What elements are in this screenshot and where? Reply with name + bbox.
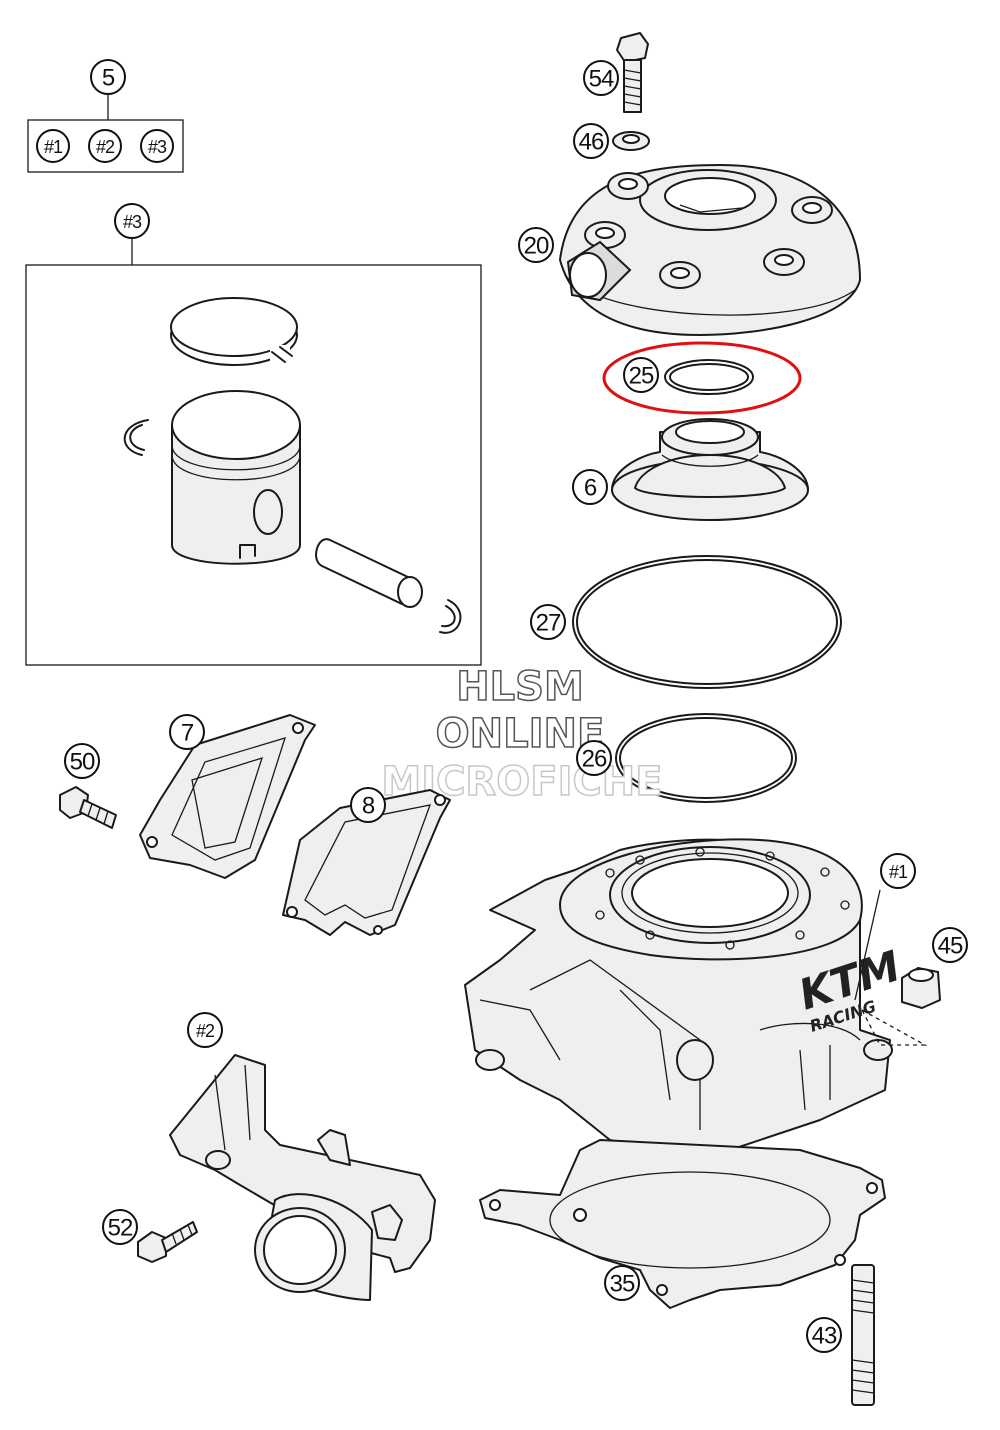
- callout-52[interactable]: 52: [102, 1209, 138, 1245]
- stud-43[interactable]: [851, 1264, 875, 1406]
- callout-43[interactable]: 43: [806, 1317, 842, 1353]
- svg-text:54: 54: [589, 66, 614, 93]
- o-ring-27[interactable]: [572, 555, 842, 689]
- callout-8[interactable]: 8: [350, 787, 386, 823]
- svg-text:#2: #2: [96, 137, 115, 157]
- callout-50[interactable]: 50: [64, 743, 100, 779]
- o-ring-25[interactable]: [664, 359, 754, 395]
- exhaust-valve-2[interactable]: [169, 1054, 436, 1301]
- callout-35[interactable]: 35: [604, 1265, 640, 1301]
- svg-text:27: 27: [536, 610, 561, 637]
- svg-text:25: 25: [629, 363, 654, 390]
- svg-text:43: 43: [812, 1323, 837, 1350]
- callout-5[interactable]: 5: [90, 59, 126, 95]
- svg-text:50: 50: [70, 749, 95, 776]
- callout-46[interactable]: 46: [573, 123, 609, 159]
- bolt-50[interactable]: [59, 786, 117, 829]
- bolt-52[interactable]: [137, 1221, 198, 1263]
- svg-text:8: 8: [362, 793, 375, 820]
- svg-text:52: 52: [108, 1215, 133, 1242]
- callout-cylinder-1[interactable]: #1: [880, 853, 916, 889]
- callout-5-label: 5: [102, 65, 115, 92]
- circlip-left[interactable]: [123, 419, 149, 456]
- svg-text:26: 26: [582, 746, 607, 773]
- washer-46[interactable]: [612, 131, 650, 151]
- svg-text:#1: #1: [44, 137, 63, 157]
- combustion-insert-6[interactable]: [611, 418, 809, 521]
- watermark-line-2: ONLINE: [436, 711, 605, 757]
- callout-45[interactable]: 45: [932, 927, 968, 963]
- svg-text:#3: #3: [123, 212, 142, 232]
- callout-7[interactable]: 7: [169, 714, 205, 750]
- highlight-ring: [602, 341, 802, 415]
- piston-ring[interactable]: [170, 297, 298, 367]
- svg-text:35: 35: [610, 1271, 635, 1298]
- cylinder-head-20[interactable]: [559, 164, 861, 336]
- callout-5-sub-2[interactable]: #2: [88, 129, 122, 163]
- callout-5-sub-3[interactable]: #3: [140, 129, 174, 163]
- cylinder-1[interactable]: KTM RACING: [464, 838, 906, 1161]
- callout-6[interactable]: 6: [572, 469, 608, 505]
- callout-27[interactable]: 27: [530, 604, 566, 640]
- callout-26[interactable]: 26: [576, 740, 612, 776]
- o-ring-26[interactable]: [615, 713, 797, 803]
- svg-text:45: 45: [938, 933, 963, 960]
- svg-text:#1: #1: [889, 862, 908, 882]
- piston-kit-group[interactable]: #3: [25, 203, 482, 666]
- callout-54[interactable]: 54: [583, 60, 619, 96]
- svg-text:#3: #3: [148, 137, 167, 157]
- svg-text:46: 46: [579, 129, 604, 156]
- piston[interactable]: [171, 390, 301, 565]
- svg-text:#2: #2: [196, 1021, 215, 1041]
- circlip-right[interactable]: [439, 599, 462, 634]
- watermark: HLSM ONLINE MICROFICHE: [381, 663, 664, 806]
- reed-cover-7[interactable]: [139, 714, 316, 879]
- piston-pin[interactable]: [315, 538, 423, 608]
- callout-piston-kit[interactable]: #3: [114, 203, 150, 239]
- svg-text:20: 20: [524, 233, 549, 260]
- watermark-line-1: HLSM: [456, 664, 584, 710]
- bolt-54[interactable]: [616, 32, 649, 113]
- nut-45[interactable]: [860, 967, 941, 1046]
- part-5-group[interactable]: 5 #1 #2 #3: [27, 59, 184, 173]
- callout-5-sub-1[interactable]: #1: [36, 129, 70, 163]
- svg-text:6: 6: [584, 475, 597, 502]
- callout-exhaust-2[interactable]: #2: [187, 1012, 223, 1048]
- svg-text:7: 7: [181, 720, 194, 747]
- callout-25[interactable]: 25: [623, 357, 659, 393]
- base-gasket-35[interactable]: [479, 1139, 886, 1309]
- callout-20[interactable]: 20: [518, 227, 554, 263]
